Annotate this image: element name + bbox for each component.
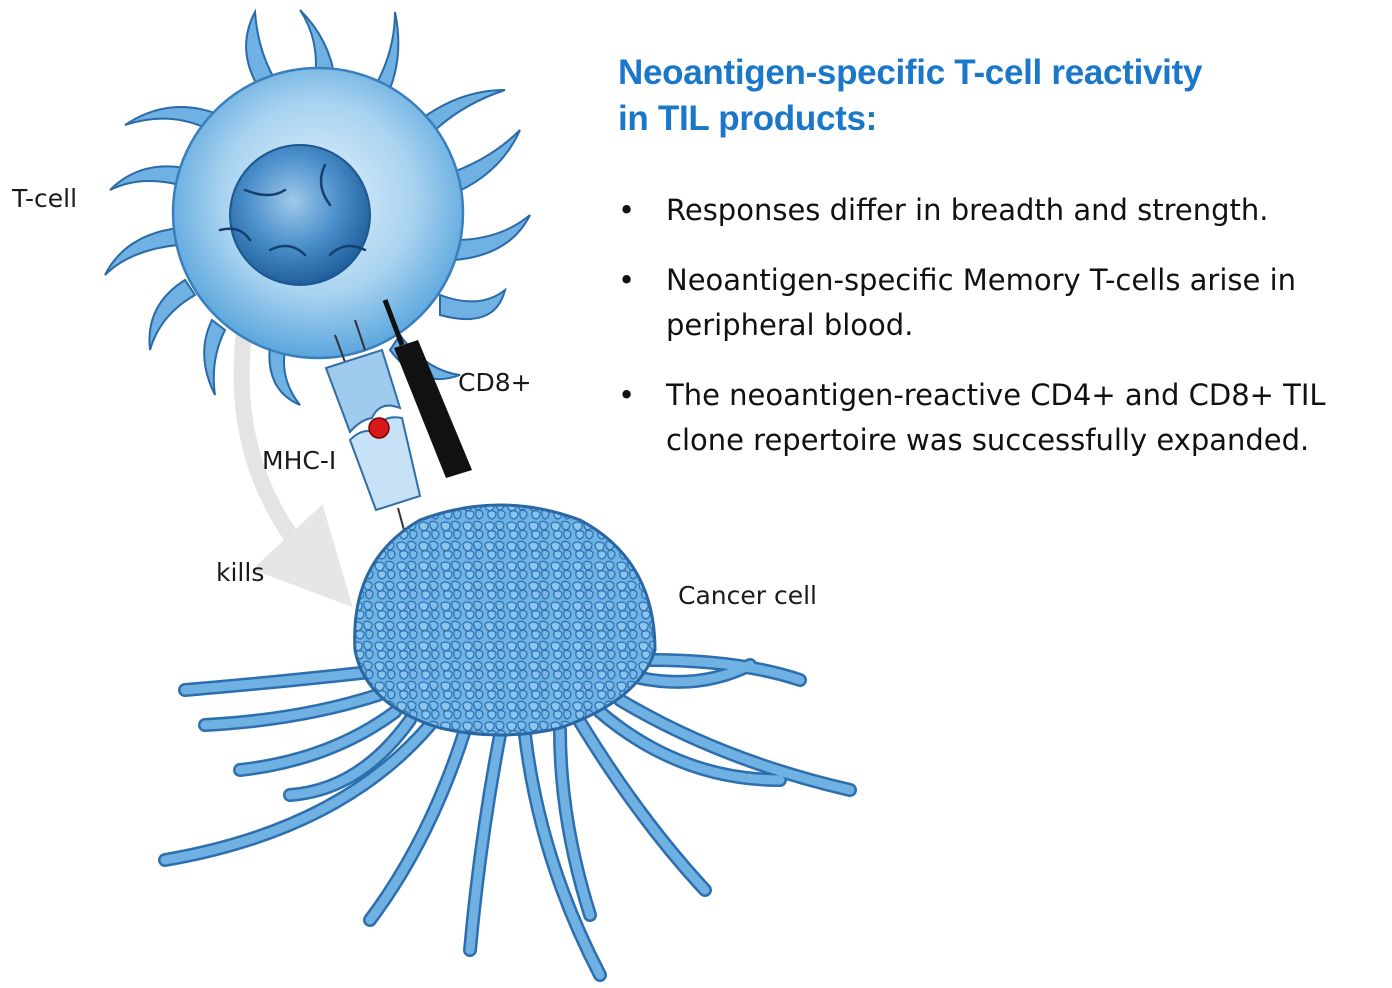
cd8-coreceptor <box>382 299 472 478</box>
slide-heading: Neoantigen-specific T-cell reactivity in… <box>618 50 1358 142</box>
t-cell-nucleus <box>229 144 371 286</box>
t-cell-label: T-cell <box>12 184 78 213</box>
kills-label: kills <box>216 558 265 587</box>
bullet-text-2a: Neoantigen-specific Memory T-cells arise… <box>666 263 1296 297</box>
bullet-text-1a: Responses differ in breadth and strength… <box>666 193 1269 227</box>
bullet-list: • Responses differ in breadth and streng… <box>618 188 1378 488</box>
bullet-marker: • <box>618 263 636 297</box>
bullet-item-2: • Neoantigen-specific Memory T-cells ari… <box>618 258 1378 348</box>
cancer-cell-body <box>353 503 657 737</box>
bullet-marker: • <box>618 378 636 412</box>
antigen-peptide <box>368 417 390 439</box>
tcr-mhc-complex <box>324 319 422 531</box>
mhc-label: MHC-I <box>262 446 337 475</box>
bullet-text-3a: The neoantigen-reactive CD4+ and CD8+ TI… <box>666 378 1326 412</box>
bullet-marker: • <box>618 193 636 227</box>
cancer-cell-label: Cancer cell <box>678 581 817 610</box>
cancer-cell-projections <box>158 653 857 982</box>
cd8-label: CD8+ <box>458 368 532 397</box>
bullet-item-1: • Responses differ in breadth and streng… <box>618 188 1378 233</box>
t-cell-projections <box>104 8 531 406</box>
bullet-text-2b: peripheral blood. <box>666 308 914 342</box>
bullet-item-3: • The neoantigen-reactive CD4+ and CD8+ … <box>618 373 1378 463</box>
heading-line-2: in TIL products: <box>618 99 877 138</box>
heading-line-1: Neoantigen-specific T-cell reactivity <box>618 53 1203 92</box>
bullet-text-3b: clone repertoire was successfully expand… <box>666 423 1310 457</box>
